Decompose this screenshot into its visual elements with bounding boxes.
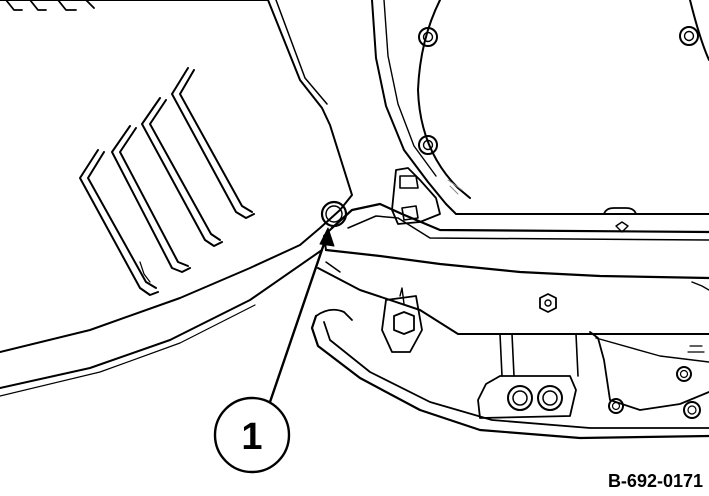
panel-lower-edge: [0, 249, 323, 389]
boss-rib: [399, 287, 405, 305]
small-bolt: [676, 366, 692, 382]
housing-outer: [371, 0, 709, 215]
bracket-nut: [401, 205, 419, 221]
skid-edge: [315, 308, 353, 321]
louver-top: [5, 0, 95, 11]
plate-tab: [603, 207, 637, 215]
rail-slot: [691, 281, 709, 291]
housing-rim: [383, 0, 437, 177]
louvers: [79, 67, 255, 296]
lower-plate-edge: [595, 337, 709, 363]
small-bolt: [608, 398, 624, 414]
panel-edge-inner: [275, 0, 328, 105]
mount-block: [477, 375, 577, 419]
block-bolt: [507, 385, 533, 411]
leader-line: [268, 230, 330, 404]
callout-circle: [213, 396, 291, 474]
plate-tab-hole: [615, 221, 629, 233]
panel-lower-edge-2: [0, 304, 256, 397]
skid-inner: [323, 321, 709, 429]
callout: 1: [213, 396, 291, 474]
rail-top: [330, 202, 709, 234]
skid-outer: [310, 314, 709, 440]
vertical-post: [499, 333, 515, 377]
small-bolt: [683, 401, 701, 419]
fitting-lines: [687, 345, 705, 353]
side-panel: [0, 0, 353, 397]
bracket-nut: [399, 175, 419, 189]
callout-number: 1: [241, 416, 262, 458]
upper-housing: [371, 0, 709, 233]
lower-assembly: [310, 287, 709, 440]
housing-bolt: [418, 135, 438, 155]
housing-shade: [447, 179, 463, 195]
leader-arrowhead: [319, 227, 335, 247]
housing-bolt: [679, 26, 699, 46]
indicated-plug: [320, 200, 348, 228]
vertical-post: [575, 333, 579, 377]
housing-bolt: [418, 27, 438, 47]
frame-rail: [317, 202, 709, 335]
rail-lower-2: [325, 261, 341, 273]
mount-bracket: [391, 167, 441, 225]
block-bolt: [537, 385, 563, 411]
drawing-id-label: B-692-0171: [607, 471, 703, 491]
rail-lower: [317, 267, 709, 335]
boss-bolt: [381, 295, 423, 353]
rail-bottom: [324, 248, 709, 280]
panel-outline: [0, 0, 353, 353]
rail-nut: [539, 293, 557, 313]
housing-inner: [417, 0, 471, 199]
housing-right: [689, 0, 709, 61]
rail-top-2: [347, 215, 709, 241]
